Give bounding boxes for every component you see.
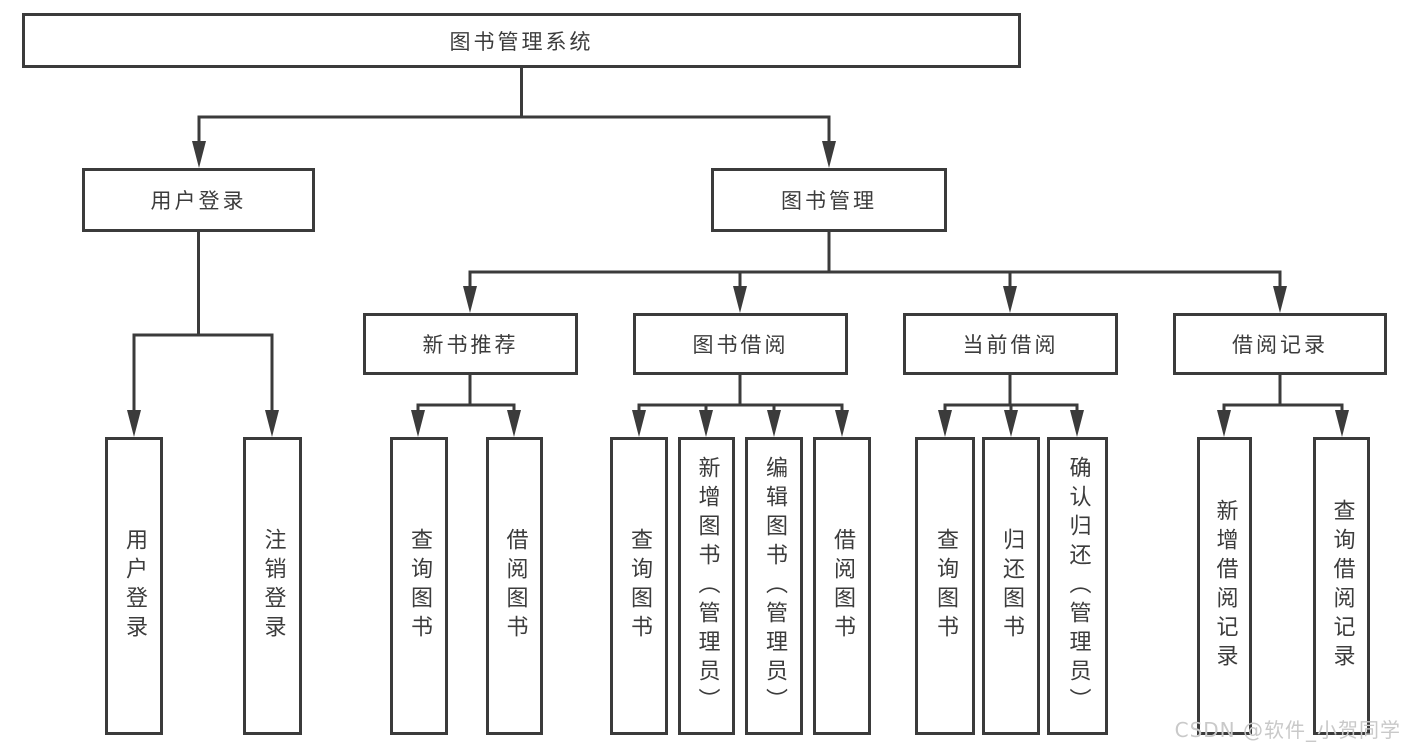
node-new-book-recommend: 新书推荐 bbox=[363, 313, 578, 375]
leaf-add-borrow-record: 新增借阅记录 bbox=[1197, 437, 1252, 735]
arrowheads bbox=[127, 141, 1349, 437]
csdn-watermark: CSDN @软件_小贺同学 bbox=[1174, 718, 1401, 742]
node-user-login: 用户登录 bbox=[82, 168, 315, 232]
leaf-query-book-1: 查询图书 bbox=[390, 437, 448, 735]
node-book-borrow: 图书借阅 bbox=[633, 313, 848, 375]
node-borrow-records: 借阅记录 bbox=[1173, 313, 1387, 375]
node-current-borrow: 当前借阅 bbox=[903, 313, 1118, 375]
leaf-user-login: 用户登录 bbox=[105, 437, 163, 735]
leaf-add-book-admin: 新增图书（管理员） bbox=[678, 437, 735, 735]
leaf-borrow-book-2: 借阅图书 bbox=[813, 437, 871, 735]
leaf-query-book-2: 查询图书 bbox=[610, 437, 668, 735]
leaf-return-book: 归还图书 bbox=[982, 437, 1040, 735]
leaf-query-borrow-record: 查询借阅记录 bbox=[1313, 437, 1370, 735]
leaf-edit-book-admin: 编辑图书（管理员） bbox=[745, 437, 803, 735]
leaf-borrow-book-1: 借阅图书 bbox=[486, 437, 543, 735]
node-book-management: 图书管理 bbox=[711, 168, 947, 232]
connector-segments bbox=[132, 68, 1344, 414]
node-library-system: 图书管理系统 bbox=[22, 13, 1021, 68]
leaf-query-book-3: 查询图书 bbox=[915, 437, 975, 735]
leaf-confirm-return-admin: 确认归还（管理员） bbox=[1047, 437, 1108, 735]
leaf-logout: 注销登录 bbox=[243, 437, 302, 735]
